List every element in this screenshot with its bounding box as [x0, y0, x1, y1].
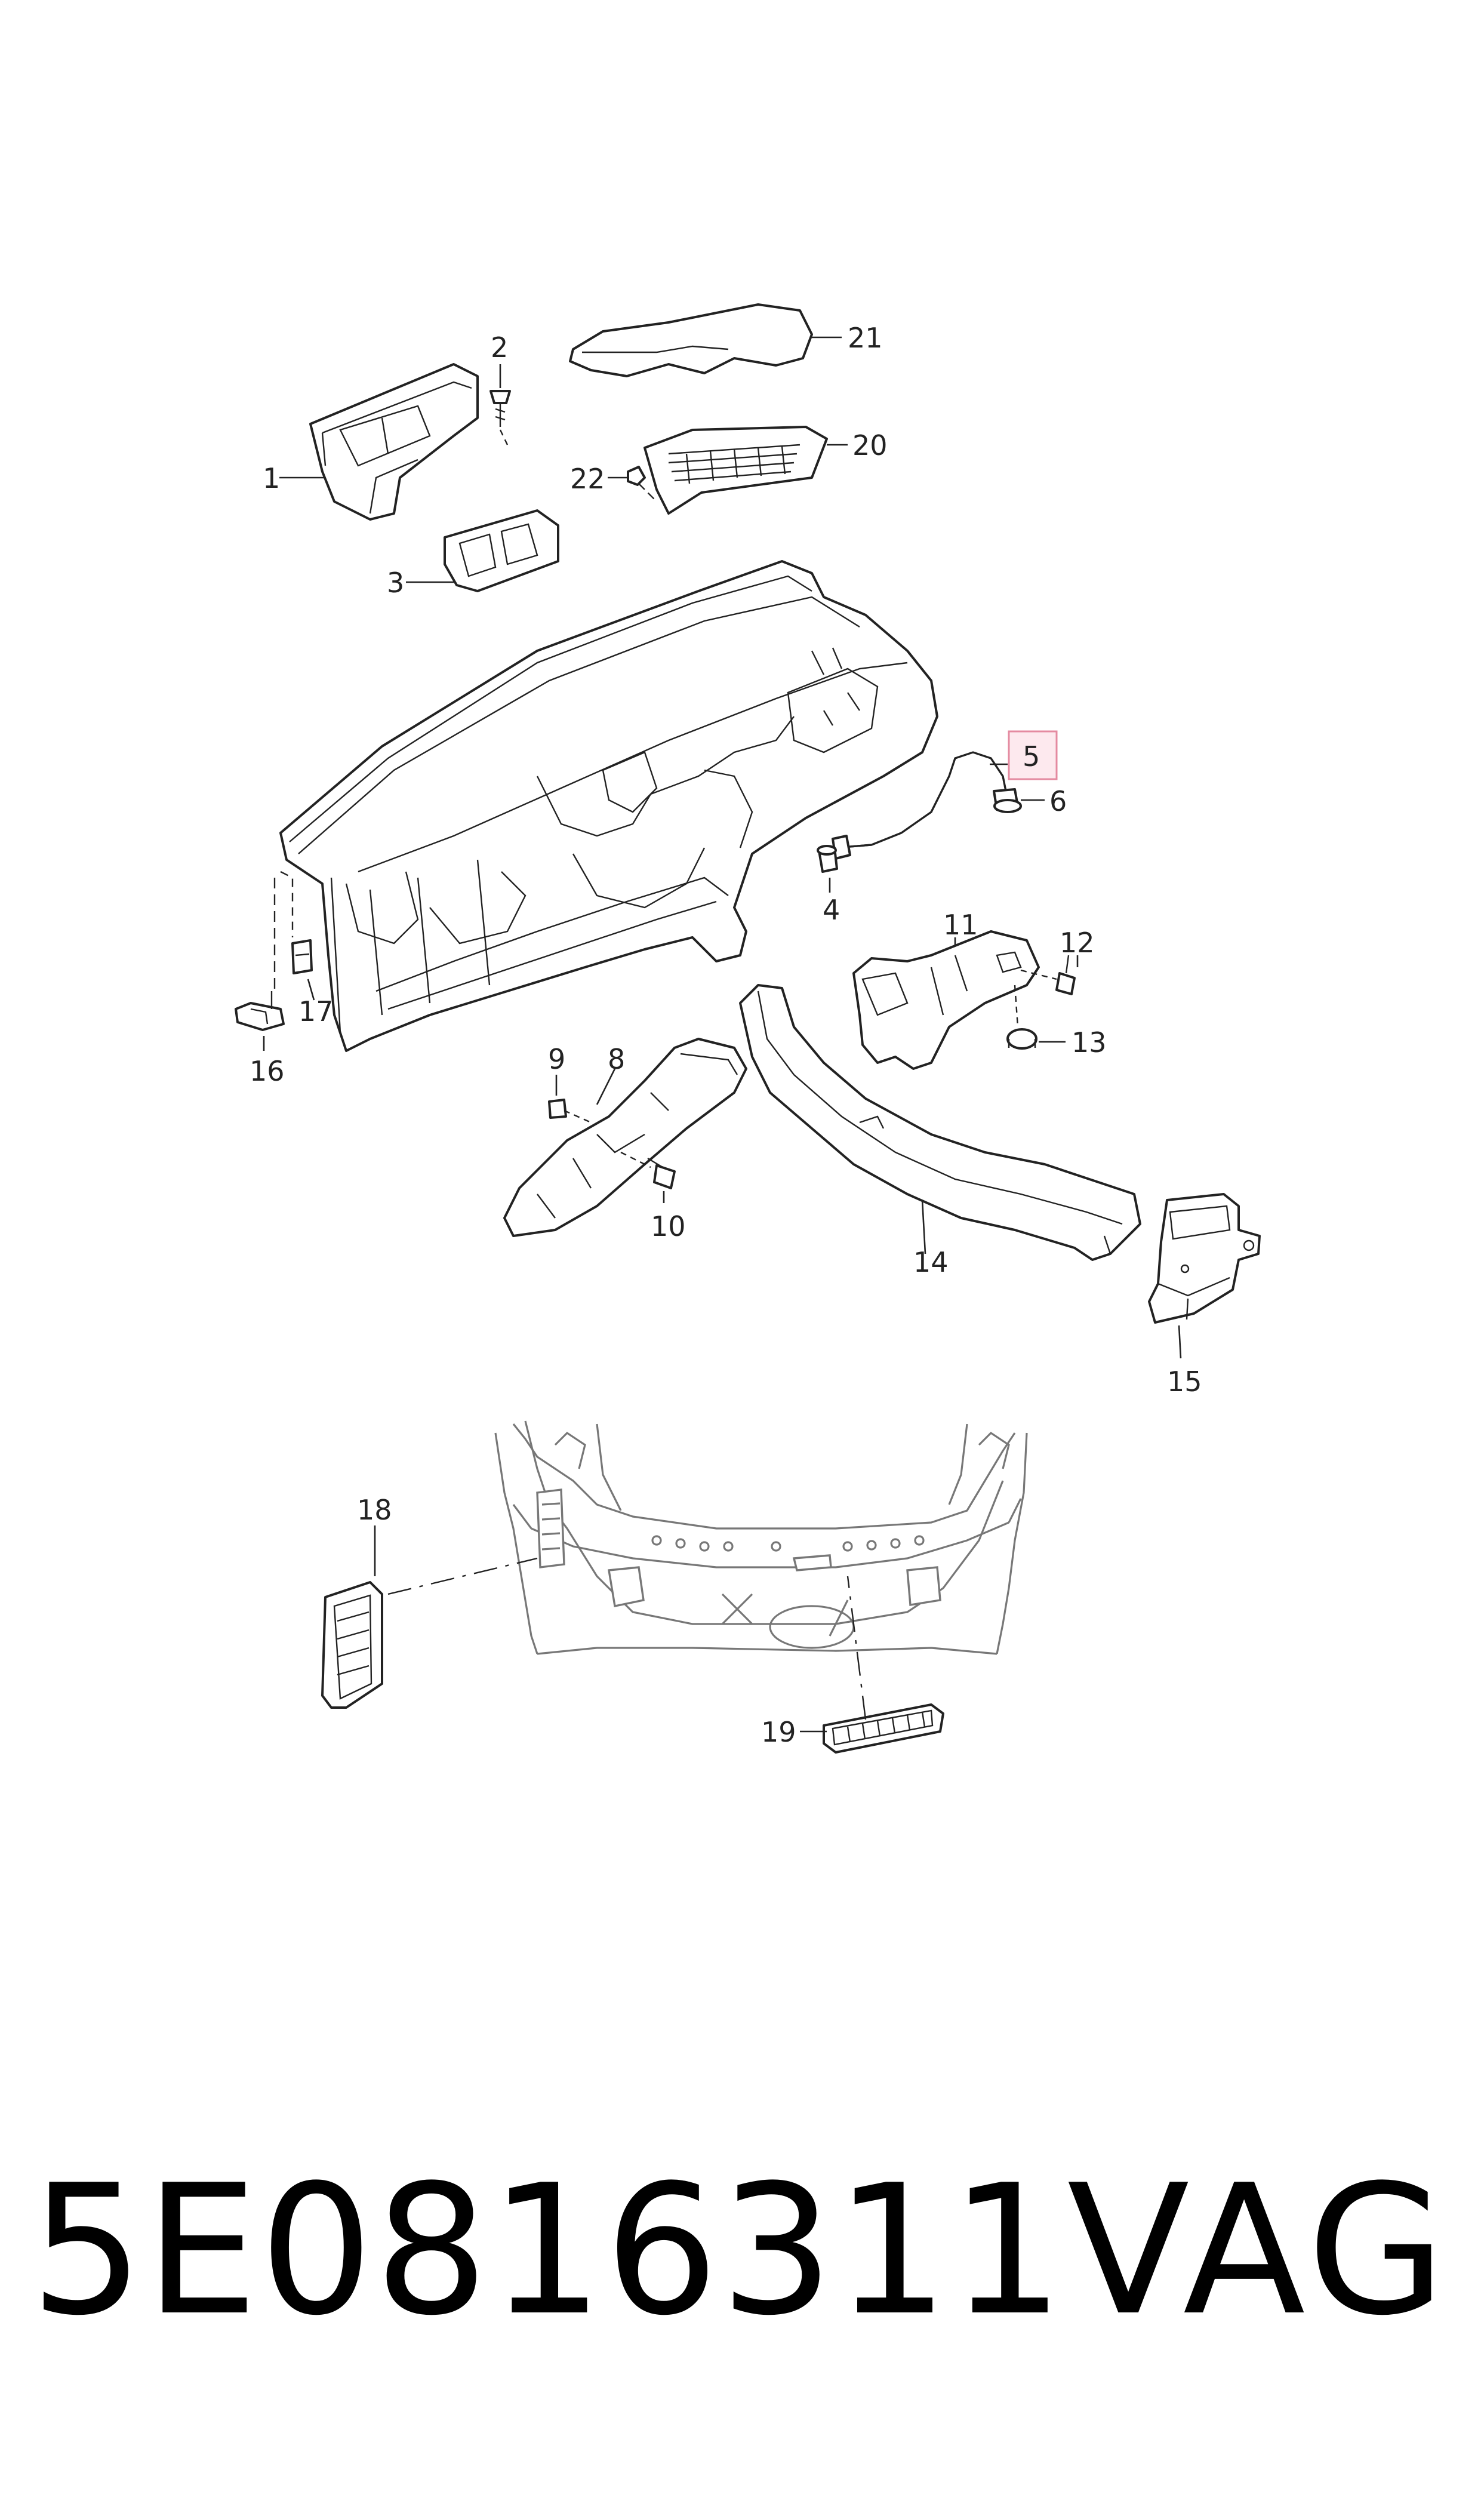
- part-caption: 5E0816311 VAG: [30, 2137, 1451, 2364]
- part-21-upper-trim[interactable]: [569, 303, 842, 377]
- callout-22: 22: [570, 463, 605, 495]
- callout-9: 9: [548, 1043, 565, 1075]
- callout-5: 5: [1023, 740, 1040, 773]
- callout-18: 18: [357, 1494, 392, 1526]
- callout-21: 21: [848, 322, 883, 354]
- dashboard-carrier[interactable]: [279, 560, 938, 1052]
- part-20-defrost-grille[interactable]: [644, 426, 848, 515]
- callout-5-highlight: [1008, 730, 1058, 780]
- callout-10: 10: [651, 1210, 686, 1242]
- part-22-clip[interactable]: [608, 466, 657, 502]
- part-14-floor-duct[interactable]: [739, 984, 1141, 1261]
- part-10-screw[interactable]: [620, 1151, 676, 1203]
- part-6-connector[interactable]: [993, 788, 1045, 813]
- callout-16: 16: [250, 1055, 285, 1087]
- part-16-bracket[interactable]: [235, 878, 285, 1051]
- callout-17: 17: [298, 995, 334, 1028]
- part-17-clip[interactable]: [280, 871, 315, 1001]
- part-2-screw[interactable]: [489, 364, 511, 445]
- part-18-side-vent[interactable]: [321, 1525, 538, 1709]
- callout-3: 3: [387, 567, 404, 599]
- part-3-vent-grille[interactable]: [406, 509, 559, 592]
- part-number: 5E0816311: [30, 2146, 1066, 2355]
- callout-8: 8: [608, 1043, 625, 1075]
- part-19-floor-vent[interactable]: [800, 1576, 944, 1754]
- part-12-screw[interactable]: [1020, 955, 1079, 995]
- part-15-duct-outlet[interactable]: [1148, 1193, 1261, 1359]
- part-1-air-vent-housing[interactable]: [279, 363, 479, 521]
- part-9-clip[interactable]: [548, 1075, 592, 1124]
- callout-11: 11: [943, 909, 978, 941]
- part-13-nut[interactable]: [1006, 985, 1066, 1050]
- part-8-air-duct[interactable]: [503, 1038, 747, 1237]
- part-5-hose[interactable]: [832, 751, 1008, 860]
- callout-15: 15: [1167, 1365, 1202, 1398]
- callout-14: 14: [913, 1246, 949, 1278]
- callout-1: 1: [263, 462, 280, 494]
- callout-20: 20: [852, 429, 888, 462]
- callout-19: 19: [761, 1716, 796, 1748]
- part-4-plug[interactable]: [817, 845, 838, 893]
- callout-4: 4: [823, 894, 840, 926]
- callout-2: 2: [491, 331, 508, 364]
- callout-13: 13: [1072, 1026, 1107, 1059]
- brand-name: VAG: [1067, 2146, 1451, 2355]
- callout-12: 12: [1060, 927, 1095, 959]
- callout-6: 6: [1049, 785, 1067, 817]
- rear-floor-panel: [494, 1420, 1028, 1655]
- part-11-air-duct[interactable]: [852, 930, 1040, 1070]
